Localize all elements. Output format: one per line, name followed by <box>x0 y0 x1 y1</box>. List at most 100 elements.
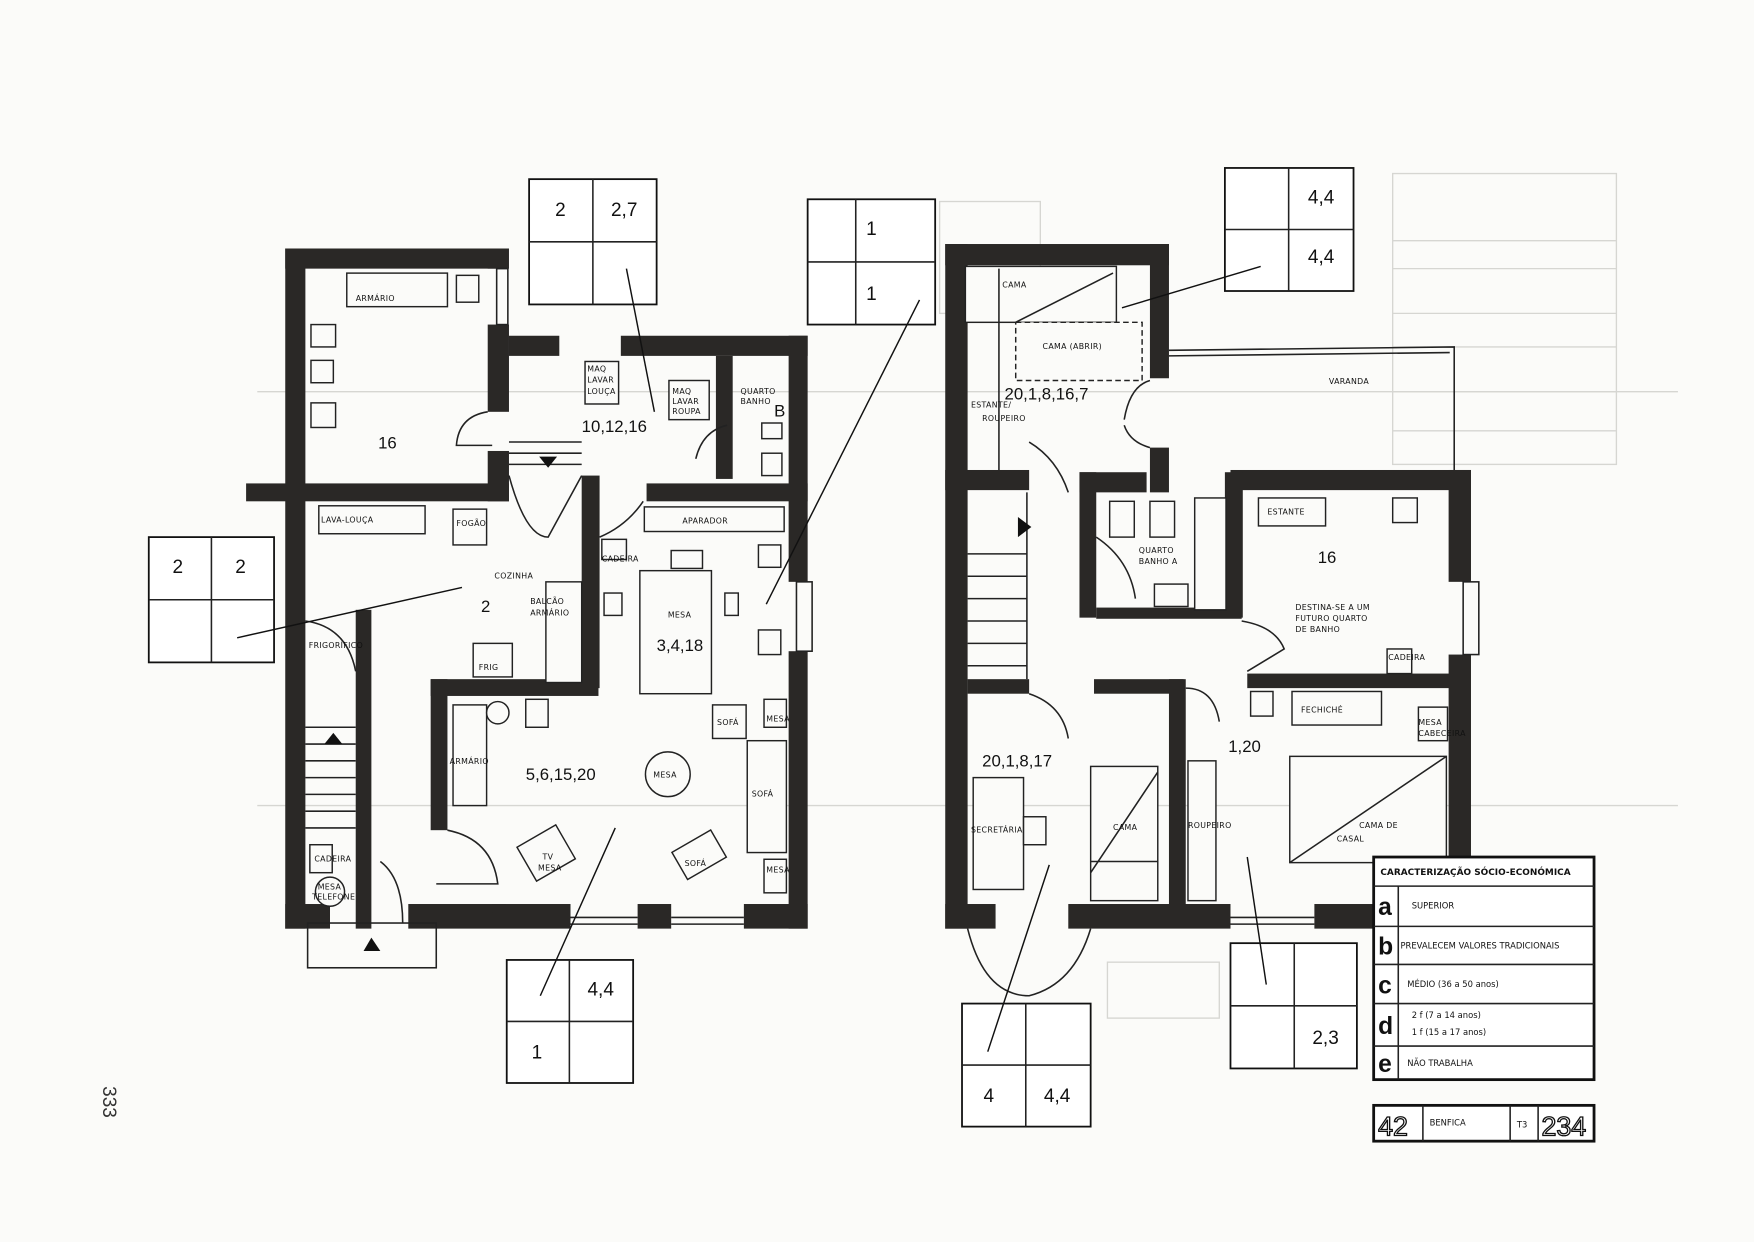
row-text: 2 f (7 a 14 anos) <box>1412 1010 1481 1020</box>
room-code-utility: 10,12,16 <box>582 417 647 436</box>
label-tv-mesa: MESA <box>538 863 562 872</box>
row-text: PREVALECEM VALORES TRADICIONAIS <box>1401 941 1560 951</box>
label-mesa-telefone-2: TELEFONE <box>311 893 355 902</box>
table-title: CARACTERIZAÇÃO SÓCIO-ECONÓMICA <box>1380 866 1570 878</box>
table-row-a: a SUPERIOR <box>1378 894 1454 921</box>
label-tv: TV <box>542 852 554 861</box>
grid-cell: 2 <box>173 557 184 578</box>
room-labels: 16 10,12,16 2 COZINHA 3,4,18 5,6,15,20 <box>378 417 703 784</box>
grid-box-bedroom-left: 4 4,4 <box>961 1002 1092 1128</box>
label-maq-roupa-1: MAQ <box>672 387 691 396</box>
label-sofa-long: SOFÁ <box>752 788 774 799</box>
table-row-d: d 2 f (7 a 14 anos) 1 f (15 a 17 anos) <box>1378 1010 1486 1040</box>
dwelling-code: 234 <box>1541 1112 1586 1142</box>
row-text: MÉDIO (36 a 50 anos) <box>1407 978 1499 989</box>
label-estante: ESTANTE <box>1267 508 1304 517</box>
row-letter: c <box>1378 973 1392 1000</box>
table-row-b: b PREVALECEM VALORES TRADICIONAIS <box>1378 933 1559 960</box>
label-maq-louca-2: LAVAR <box>587 376 614 385</box>
grid-cell: 2,3 <box>1312 1028 1338 1049</box>
label-mesa-telefone-1: MESA <box>318 882 342 891</box>
grid-cell: 1 <box>866 219 877 240</box>
dwelling-place: BENFICA <box>1430 1117 1466 1127</box>
stair-arrow-icon <box>1017 516 1032 538</box>
kitchen-label: COZINHA <box>494 571 533 580</box>
label-balcao-1: BALCÃO <box>530 596 564 606</box>
grid-cell: 4 <box>984 1086 995 1107</box>
label-mesa-cabeceira-1: MESA <box>1418 718 1442 727</box>
room-labels: 20,1,8,16,7 16 20,1,8,17 1,20 <box>982 385 1336 771</box>
label-lava-louca: LAVA-LOUÇA <box>321 516 374 525</box>
label-quarto-banho-a-1: QUARTO <box>1139 546 1174 555</box>
windows-doors <box>966 346 1480 997</box>
room-code-dining: 3,4,18 <box>657 636 704 655</box>
page-number: 333 <box>98 1086 119 1118</box>
label-destina-3: DE BANHO <box>1295 625 1340 634</box>
grid-box-master-bedroom: 2,3 <box>1229 942 1358 1070</box>
label-aparador: APARADOR <box>682 517 728 526</box>
label-maq-louca-1: MAQ <box>587 365 606 374</box>
upper-floor-plan: 20,1,8,16,7 16 20,1,8,17 1,20 CAMA CAMA … <box>945 244 1480 997</box>
furniture <box>964 265 1449 902</box>
windows-doors <box>305 267 813 925</box>
ground-floor-plan: 16 10,12,16 2 COZINHA 3,4,18 5,6,15,20 A… <box>246 248 813 969</box>
stair-arrow-icon <box>324 732 343 745</box>
stairs <box>305 441 582 969</box>
label-cama-abrir: CAMA (ABRIR) <box>1043 342 1102 351</box>
row-letter: e <box>1378 1051 1392 1078</box>
label-fogao: FOGÃO <box>456 518 486 528</box>
label-balcao-2: ARMÁRIO <box>530 606 569 617</box>
label-maq-roupa-2: LAVAR <box>672 397 699 406</box>
furniture <box>309 272 788 907</box>
label-mesa-round: MESA <box>653 771 677 780</box>
dwelling-number: 42 <box>1378 1112 1408 1142</box>
pointer-arrows <box>236 265 1267 1052</box>
grid-cell: 2 <box>555 200 566 221</box>
entry-arrow-icon <box>363 937 381 951</box>
label-cadeira: CADEIRA <box>602 555 639 564</box>
room-code-bedroom-left: 20,1,8,17 <box>982 751 1052 770</box>
label-cama-single: CAMA <box>1113 823 1138 832</box>
label-mesa-cabeceira-2: CABECEIRA <box>1418 729 1466 738</box>
grid-cell: 4,4 <box>1308 247 1335 268</box>
label-armario: ARMÁRIO <box>356 292 395 303</box>
room-code-bedroom-16: 16 <box>1318 548 1337 567</box>
grid-box-living: 4,4 1 <box>505 959 635 1084</box>
label-varanda: VARANDA <box>1329 377 1369 386</box>
stairs <box>967 492 1032 680</box>
label-destina-1: DESTINA-SE A UM <box>1295 603 1370 612</box>
room-code-living: 5,6,15,20 <box>526 765 596 784</box>
grid-box-kitchen: 2 2 <box>147 536 275 664</box>
row-letter: d <box>1378 1013 1393 1040</box>
row-text: SUPERIOR <box>1412 900 1455 910</box>
furniture-labels: ARMÁRIO MAQ LAVAR LOUÇA MAQ LAVAR ROUPA … <box>309 292 790 901</box>
walls <box>945 244 1471 929</box>
row-letter: b <box>1378 933 1393 960</box>
label-estante-2: ROUPEIRO <box>982 414 1026 423</box>
label-fechiche: FECHICHÉ <box>1301 704 1343 715</box>
grid-box-kitchen-utility: 2 2,7 <box>528 178 658 306</box>
label-quarto-banho-a-2: BANHO A <box>1139 557 1178 566</box>
label-cadeira: CADEIRA <box>1388 653 1425 662</box>
label-quarto-banho-2: BANHO <box>741 397 771 406</box>
label-roupeiro: ROUPEIRO <box>1188 821 1232 830</box>
occupancy-grid-boxes: 2 2,7 1 1 2 2 4,4 1 4,4 4,4 4 4,4 <box>147 167 1358 1128</box>
label-maq-roupa-3: ROUPA <box>672 407 701 416</box>
room-code-master: 1,20 <box>1228 737 1261 756</box>
label-estante-1: ESTANTE/ <box>971 400 1011 409</box>
row-text: 1 f (15 a 17 anos) <box>1412 1027 1487 1037</box>
label-sofa-small: SOFÁ <box>717 716 739 727</box>
grid-cell: 4,4 <box>1044 1086 1071 1107</box>
table-row-c: c MÉDIO (36 a 50 anos) <box>1378 973 1499 1000</box>
stair-arrow-icon <box>539 456 558 468</box>
label-secretaria: SECRETÁRIA <box>971 823 1023 834</box>
grid-box-dining: 1 1 <box>806 198 937 326</box>
label-mesa-dining: MESA <box>668 611 692 620</box>
grid-box-top-bedroom: 4,4 4,4 <box>1223 167 1355 292</box>
dwelling-id-box: 42 BENFICA T3 234 <box>1372 1103 1596 1143</box>
label-cama-casal-2: CASAL <box>1337 834 1365 843</box>
grid-cell: 1 <box>866 284 877 305</box>
label-frigorifico: FRIGORÍFICO <box>309 639 363 650</box>
label-cadeira-hall: CADEIRA <box>314 855 351 864</box>
